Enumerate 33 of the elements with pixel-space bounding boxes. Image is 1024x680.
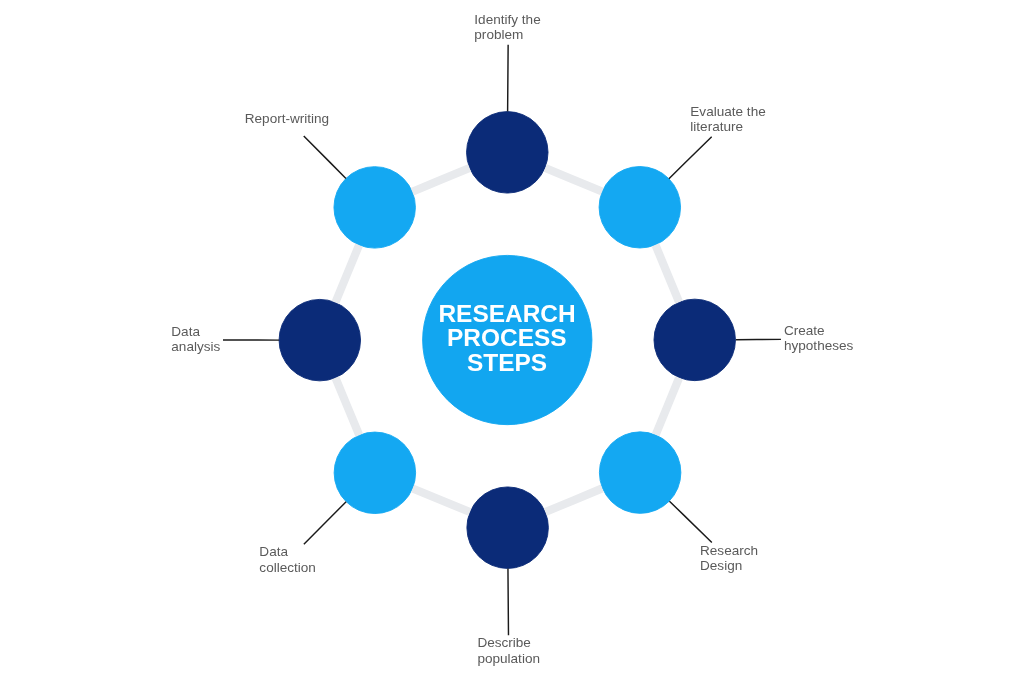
node-circle [465, 111, 548, 194]
node-text: Identify the problem [473, 11, 541, 43]
connector [410, 164, 471, 196]
connector [651, 376, 683, 437]
connector [734, 338, 782, 341]
node-circle [598, 166, 681, 249]
node-text: Describe population [476, 635, 540, 666]
node-text: Create hypotheses [783, 322, 853, 354]
node-text: Research Design [699, 542, 758, 574]
node-text: Evaluate the literature [689, 103, 766, 135]
node-text: Report-writing [244, 110, 329, 126]
connector [543, 484, 604, 516]
node-circle [278, 298, 361, 382]
connector [331, 243, 363, 304]
node-circle [465, 486, 549, 569]
node-circle [333, 431, 416, 514]
node-text: Data analysis [170, 323, 220, 354]
node-circle: RESEARCH PROCESS STEPS [421, 254, 592, 426]
node-circle [598, 431, 681, 514]
connector [667, 135, 712, 180]
connector [651, 243, 683, 304]
node-circle [653, 298, 736, 382]
connector [302, 501, 347, 545]
connector [506, 567, 509, 636]
connector [331, 376, 363, 437]
connector [410, 484, 471, 516]
node-circle [333, 166, 416, 249]
connector [302, 135, 347, 180]
connector [506, 44, 509, 113]
node-text: Data collection [258, 544, 316, 575]
connector [543, 164, 604, 196]
connector [221, 339, 280, 341]
connector [668, 500, 713, 544]
